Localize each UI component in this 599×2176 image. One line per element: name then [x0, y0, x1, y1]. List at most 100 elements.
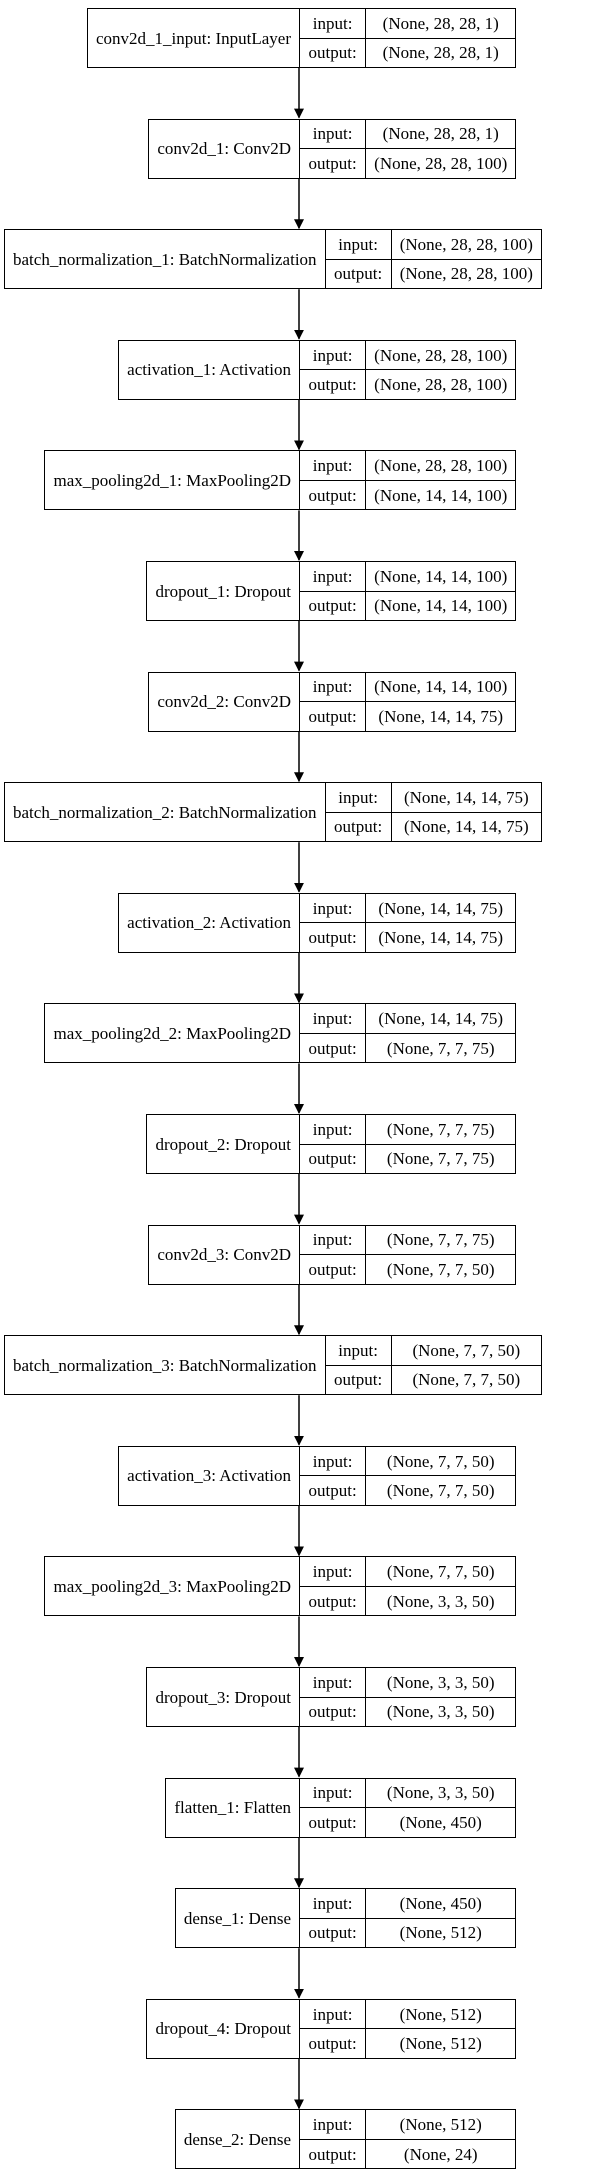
output-label: output: [308, 375, 357, 395]
output-label: output: [308, 1923, 357, 1943]
output-shape: (None, 7, 7, 50) [386, 1259, 495, 1279]
io-values: (None, 450)(None, 512) [366, 1889, 516, 1947]
layer-name: conv2d_3: Conv2D [149, 1225, 300, 1284]
layer-name: dropout_1: Dropout [147, 562, 300, 620]
io-labels: input: output: [300, 1557, 367, 1616]
input-label: input: [300, 562, 366, 592]
layer-name: flatten_1: Flatten [166, 1778, 300, 1837]
io-values: (None, 3, 3, 50)(None, 450) [366, 1779, 516, 1837]
output-shape: (None, 14, 14, 75) [378, 928, 504, 948]
layer-name: dense_1: Dense [176, 1889, 300, 1948]
io-values: (None, 28, 28, 1)(None, 28, 28, 100) [366, 120, 516, 178]
output-shape: (None, 7, 7, 50) [412, 1370, 521, 1390]
input-shape: (None, 7, 7, 75) [366, 1115, 516, 1145]
input-shape: (None, 28, 28, 100) [366, 341, 516, 371]
io-values: (None, 28, 28, 100)(None, 28, 28, 100) [391, 230, 541, 288]
input-label: input: [300, 894, 366, 924]
input-label: input: [300, 1447, 366, 1477]
layer-name: dense_2: Dense [176, 2110, 300, 2169]
input-shape: (None, 28, 28, 1) [366, 9, 516, 39]
input-label: input: [300, 1226, 366, 1256]
output-shape: (None, 7, 7, 50) [386, 1481, 495, 1501]
input-shape: (None, 512) [366, 2000, 516, 2030]
input-shape: (None, 14, 14, 75) [391, 783, 541, 813]
layer-name: activation_2: Activation [119, 893, 300, 952]
io-labels: input:output: [325, 1336, 392, 1395]
input-shape: (None, 3, 3, 50) [366, 1668, 516, 1698]
output-label: output: [308, 1702, 357, 1722]
layer-name: batch_normalization_2: BatchNormalizatio… [5, 783, 326, 842]
io-labels: input:output: [300, 672, 367, 731]
input-shape: (None, 14, 14, 100) [366, 673, 516, 703]
layer-name: max_pooling2d_2: MaxPooling2D [45, 1004, 300, 1063]
input-label: input: [325, 783, 391, 813]
input-shape: (None, 28, 28, 100) [391, 230, 541, 260]
io-values: (None, 512)(None, 24) [366, 2110, 516, 2168]
layer-name: activation_1: Activation [119, 340, 300, 399]
output-label: output: [308, 1481, 357, 1501]
io-labels: input: output: [300, 1446, 367, 1505]
output-label: output: [334, 1370, 383, 1390]
io-labels: input:output: [300, 1115, 367, 1173]
output-shape: (None, 14, 14, 75) [378, 706, 504, 726]
input-shape: (None, 7, 7, 50) [366, 1447, 516, 1477]
output-label: output: [308, 1812, 357, 1832]
input-label: input: [300, 2110, 366, 2140]
input-label: input: [300, 1668, 366, 1698]
output-label: output: [334, 264, 383, 284]
output-shape: (None, 3, 3, 50) [386, 1702, 495, 1722]
output-label: output: [308, 1149, 357, 1169]
output-label: output: [308, 43, 357, 63]
io-labels: input: output: [325, 783, 392, 842]
output-label: output: [308, 2034, 357, 2054]
input-label: input: [325, 230, 391, 260]
io-labels: input:output: [300, 1225, 367, 1284]
input-label: input: [300, 1779, 366, 1809]
output-shape: (None, 450) [399, 1812, 482, 1832]
io-values: (None, 14, 14, 75)(None, 7, 7, 75) [366, 1004, 516, 1062]
input-shape: (None, 7, 7, 50) [391, 1336, 541, 1366]
output-shape: (None, 14, 14, 75) [403, 817, 529, 837]
output-shape: (None, 14, 14, 100) [374, 485, 508, 505]
io-values: (None, 512)(None, 512) [366, 2000, 516, 2058]
io-labels: input: output: [325, 230, 392, 289]
io-labels: input: output: [300, 1004, 367, 1063]
output-shape: (None, 24) [403, 2144, 478, 2164]
io-labels: input:output: [300, 2110, 367, 2169]
input-label: input: [300, 9, 366, 39]
layer-name: conv2d_1: Conv2D [149, 119, 300, 178]
io-values: (None, 7, 7, 50)(None, 3, 3, 50) [366, 1557, 516, 1615]
input-label: input: [300, 673, 366, 703]
input-label: input: [300, 2000, 366, 2030]
io-values: (None, 7, 7, 75)(None, 7, 7, 50) [366, 1226, 516, 1284]
layer-name: dropout_2: Dropout [147, 1115, 300, 1173]
output-label: output: [334, 817, 383, 837]
io-labels: input:output: [300, 340, 367, 399]
input-label: input: [300, 1557, 366, 1587]
output-shape: (None, 28, 28, 1) [382, 43, 499, 63]
output-shape: (None, 7, 7, 75) [386, 1038, 495, 1058]
io-labels: input:output: [300, 1889, 367, 1948]
output-label: output: [308, 1591, 357, 1611]
output-label: output: [308, 1038, 357, 1058]
input-shape: (None, 14, 14, 100) [366, 562, 516, 592]
input-label: input: [300, 1004, 366, 1034]
output-label: output: [308, 928, 357, 948]
output-shape: (None, 3, 3, 50) [386, 1591, 495, 1611]
io-values: (None, 7, 7, 50) (None, 7, 7, 50) [391, 1336, 541, 1394]
output-label: output: [308, 153, 357, 173]
input-shape: (None, 28, 28, 1) [366, 120, 516, 150]
input-shape: (None, 28, 28, 100) [366, 451, 516, 481]
